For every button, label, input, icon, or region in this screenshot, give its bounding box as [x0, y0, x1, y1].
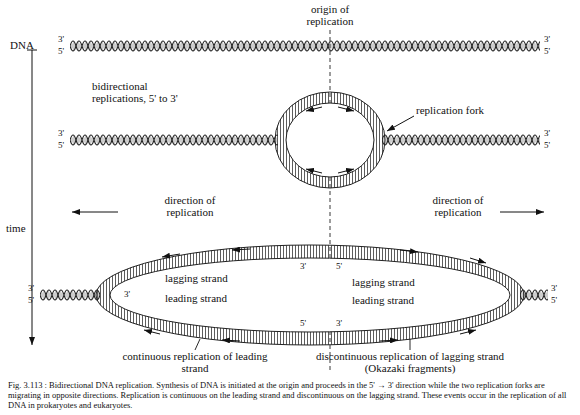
strand-end-label: 3' — [551, 283, 557, 293]
strand-end-label: 5' — [300, 318, 306, 328]
okazaki-arrows — [144, 249, 486, 341]
fork-pointer — [387, 116, 414, 131]
leader-line — [410, 339, 411, 350]
strand-end-label: 3' — [28, 283, 34, 293]
strand-end-label: 3' — [58, 128, 64, 138]
fork-label: replication fork — [416, 104, 484, 116]
strand-label: lagging strand — [352, 276, 415, 288]
process-note: bidirectional replications, 5' to 3' — [92, 80, 204, 105]
direction-arrow — [72, 212, 118, 213]
strand-end-label: 5' — [544, 46, 550, 56]
strand-end-label: 3' — [124, 289, 130, 299]
direction-arrow — [500, 212, 544, 213]
replication-bubble — [96, 245, 524, 345]
axis-label: time — [6, 222, 26, 234]
molecule-label: DNA — [10, 39, 34, 51]
strand-end-label: 3' — [336, 318, 342, 328]
strand-end-label: 3' — [300, 261, 306, 271]
figure-caption: Fig. 3.113 : Bidirectional DNA replicati… — [8, 380, 574, 410]
annotation: discontinuous replication of lagging str… — [310, 350, 510, 375]
direction-label: direction of replication — [150, 194, 230, 219]
bubble-inner — [110, 258, 510, 332]
bubble-inner — [286, 103, 374, 177]
dna-helix — [40, 289, 100, 301]
strand-end-label: 3' — [544, 128, 550, 138]
strand-label: leading strand — [352, 294, 414, 306]
strand-end-label: 5' — [336, 261, 342, 271]
strand-end-label: 3' — [544, 34, 550, 44]
annotation: continuous replication of leading strand — [120, 350, 270, 375]
dna-helix — [70, 40, 540, 52]
dna-helix — [70, 134, 278, 146]
strand-end-label: 5' — [544, 140, 550, 150]
dna-helix — [520, 289, 548, 301]
strand-end-label: 5' — [58, 46, 64, 56]
strand-end-label: 5' — [58, 140, 64, 150]
strand-end-label: 3' — [58, 34, 64, 44]
origin-label: origin of replication — [295, 3, 365, 28]
replication-bubble — [275, 92, 385, 188]
synthesis-arrows — [306, 107, 354, 173]
leader-line — [195, 339, 200, 350]
strand-label: leading strand — [165, 292, 227, 304]
direction-label: direction of replication — [418, 194, 498, 219]
strand-end-label: 5' — [28, 295, 34, 305]
strand-end-label: 5' — [551, 295, 557, 305]
dna-helix — [382, 134, 540, 146]
strand-label: lagging strand — [165, 272, 228, 284]
